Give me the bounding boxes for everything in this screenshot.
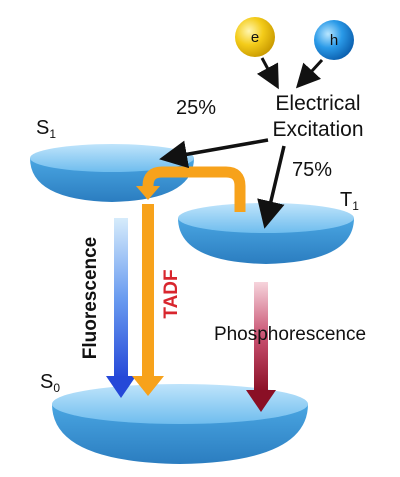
tadf-label: TADF [161,269,182,318]
singlet-fraction: 25% [176,97,216,119]
s1-label: S1 [36,117,56,141]
hole-ball: h [314,20,354,60]
triplet-fraction: 75% [292,159,332,181]
fluorescence-label: Fluorescence [80,237,101,360]
hole-to-excitation-arrow [295,58,324,89]
fluorescence-arrow [106,218,136,398]
tadf-arrow [132,166,246,396]
hole-label: h [330,32,338,49]
excitation-line1: Electrical [275,92,360,115]
t1-label: T1 [340,189,359,213]
s0-level [52,384,308,464]
electron-to-excitation-arrow [256,57,279,90]
s0-label: S0 [40,371,60,395]
electron-ball: e [235,17,275,57]
t1-level [178,203,354,264]
excitation-line2: Excitation [272,118,363,141]
phosphorescence-arrow [246,282,276,412]
excitation-to-t1-arrow [257,145,286,229]
phosphorescence-label: Phosphorescence [214,324,366,345]
excitation-to-s1-arrow [159,138,269,169]
electron-label: e [251,29,259,46]
